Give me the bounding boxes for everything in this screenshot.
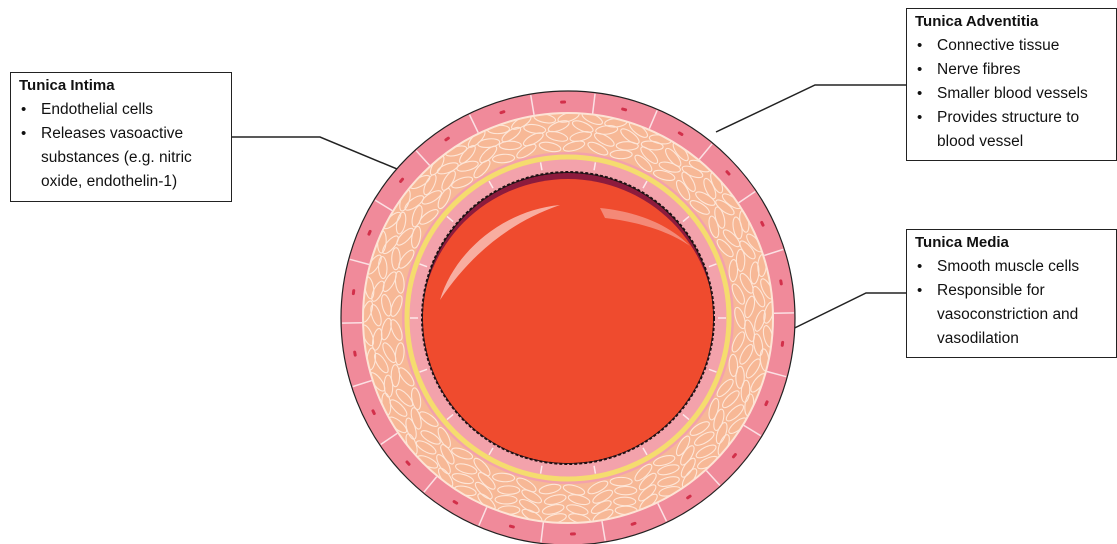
list-item: Releases vasoactive substances (e.g. nit… (19, 122, 223, 194)
list-item: Nerve fibres (915, 58, 1108, 82)
tunica-media-title: Tunica Media (915, 234, 1108, 252)
list-item: Connective tissue (915, 34, 1108, 58)
tunica-intima-title: Tunica Intima (19, 77, 223, 95)
tunica-media-label-box: Tunica Media Smooth muscle cells Respons… (906, 229, 1117, 358)
list-item: Responsible for vasoconstriction and vas… (915, 279, 1108, 351)
tunica-adventitia-list: Connective tissue Nerve fibres Smaller b… (915, 34, 1108, 154)
list-item: Smooth muscle cells (915, 255, 1108, 279)
tunica-intima-label-box: Tunica Intima Endothelial cells Releases… (10, 72, 232, 202)
tunica-adventitia-title: Tunica Adventitia (915, 13, 1108, 31)
tunica-media-list: Smooth muscle cells Responsible for vaso… (915, 255, 1108, 351)
list-item: Smaller blood vessels (915, 82, 1108, 106)
tunica-intima-list: Endothelial cells Releases vasoactive su… (19, 98, 223, 194)
list-item: Endothelial cells (19, 98, 223, 122)
list-item: Provides structure to blood vessel (915, 106, 1108, 154)
leader-line-adventitia (716, 85, 906, 132)
tunica-adventitia-label-box: Tunica Adventitia Connective tissue Nerv… (906, 8, 1117, 161)
